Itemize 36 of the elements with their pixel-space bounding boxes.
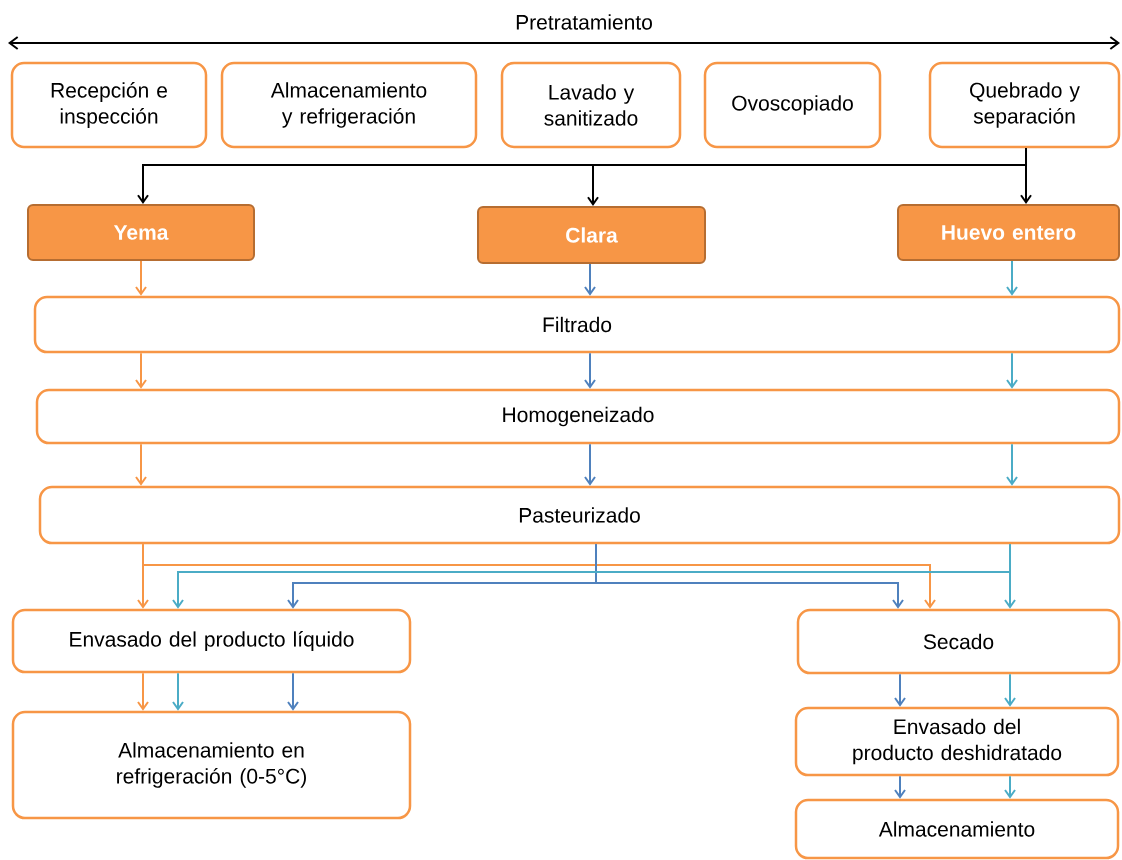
arrow: [584, 263, 596, 296]
product-box: Clara: [477, 206, 706, 264]
arrow: [595, 543, 904, 609]
process-box: Recepción e inspección: [10, 61, 208, 149]
process-box: Lavado y sanitizado: [500, 61, 682, 149]
process-box: Homogeneizado: [35, 388, 1121, 445]
arrow: [135, 352, 147, 389]
arrow: [172, 672, 184, 711]
process-box: Quebrado y separación: [928, 61, 1121, 149]
arrow: [584, 352, 596, 389]
process-box: Secado: [796, 608, 1121, 675]
arrow: [894, 673, 906, 707]
arrow: [1006, 352, 1018, 389]
process-box: Envasado del producto deshidratado: [794, 706, 1120, 777]
arrow: [1004, 673, 1016, 707]
process-box: Envasado del producto líquido: [11, 608, 412, 674]
process-box: Filtrado: [33, 295, 1121, 354]
process-box: Almacenamiento y refrigeración: [220, 61, 478, 149]
arrow: [1004, 775, 1016, 799]
arrow: [584, 443, 596, 486]
process-box: Almacenamiento: [794, 798, 1120, 860]
arrow: [1006, 260, 1018, 296]
arrow: [894, 775, 906, 799]
arrow: [137, 672, 149, 711]
process-box: Ovoscopiado: [703, 61, 882, 149]
arrow: [287, 672, 299, 711]
arrow: [135, 443, 147, 486]
arrow: [1020, 147, 1032, 204]
process-box: Pasteurizado: [38, 485, 1121, 545]
process-box: Almacenamiento en refrigeración (0-5°C): [11, 710, 412, 820]
arrow: [135, 260, 147, 296]
arrow: [1006, 443, 1018, 486]
arrow: [1004, 543, 1016, 609]
heading-label: Pretratamiento: [512, 11, 656, 33]
product-box: Yema: [27, 204, 255, 261]
product-box: Huevo entero: [897, 204, 1120, 261]
